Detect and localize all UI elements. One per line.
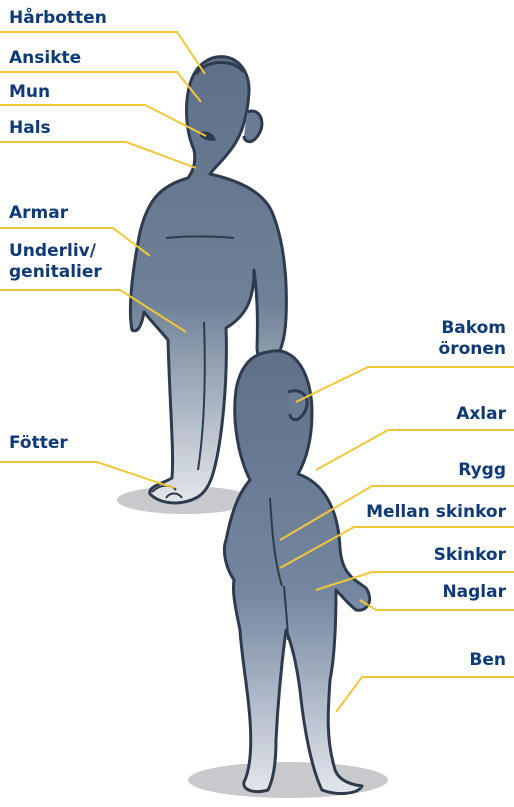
label-naglar: Naglar — [442, 582, 506, 603]
front-child-ear — [244, 111, 262, 142]
label-mellan-skinkor: Mellan skinkor — [366, 502, 506, 523]
leader-ben — [336, 677, 514, 712]
label-underliv: Underliv/ genitalier — [9, 241, 102, 283]
label-harbotten: Hårbotten — [9, 8, 107, 29]
leader-bakom-oronen — [296, 367, 514, 402]
leader-hals — [0, 142, 196, 168]
label-hals: Hals — [9, 118, 51, 139]
label-mun: Mun — [9, 82, 50, 103]
back-child-ear — [288, 391, 307, 420]
label-axlar: Axlar — [456, 404, 506, 425]
label-ansikte: Ansikte — [9, 48, 81, 69]
label-bakom-oronen: Bakom öronen — [439, 318, 506, 360]
back-floor-shadow — [188, 762, 388, 798]
label-armar: Armar — [9, 203, 68, 224]
label-skinkor: Skinkor — [434, 545, 506, 566]
leader-fotter — [0, 462, 174, 488]
label-rygg: Rygg — [458, 460, 506, 481]
label-fotter: Fötter — [9, 433, 68, 454]
label-ben: Ben — [469, 650, 506, 671]
